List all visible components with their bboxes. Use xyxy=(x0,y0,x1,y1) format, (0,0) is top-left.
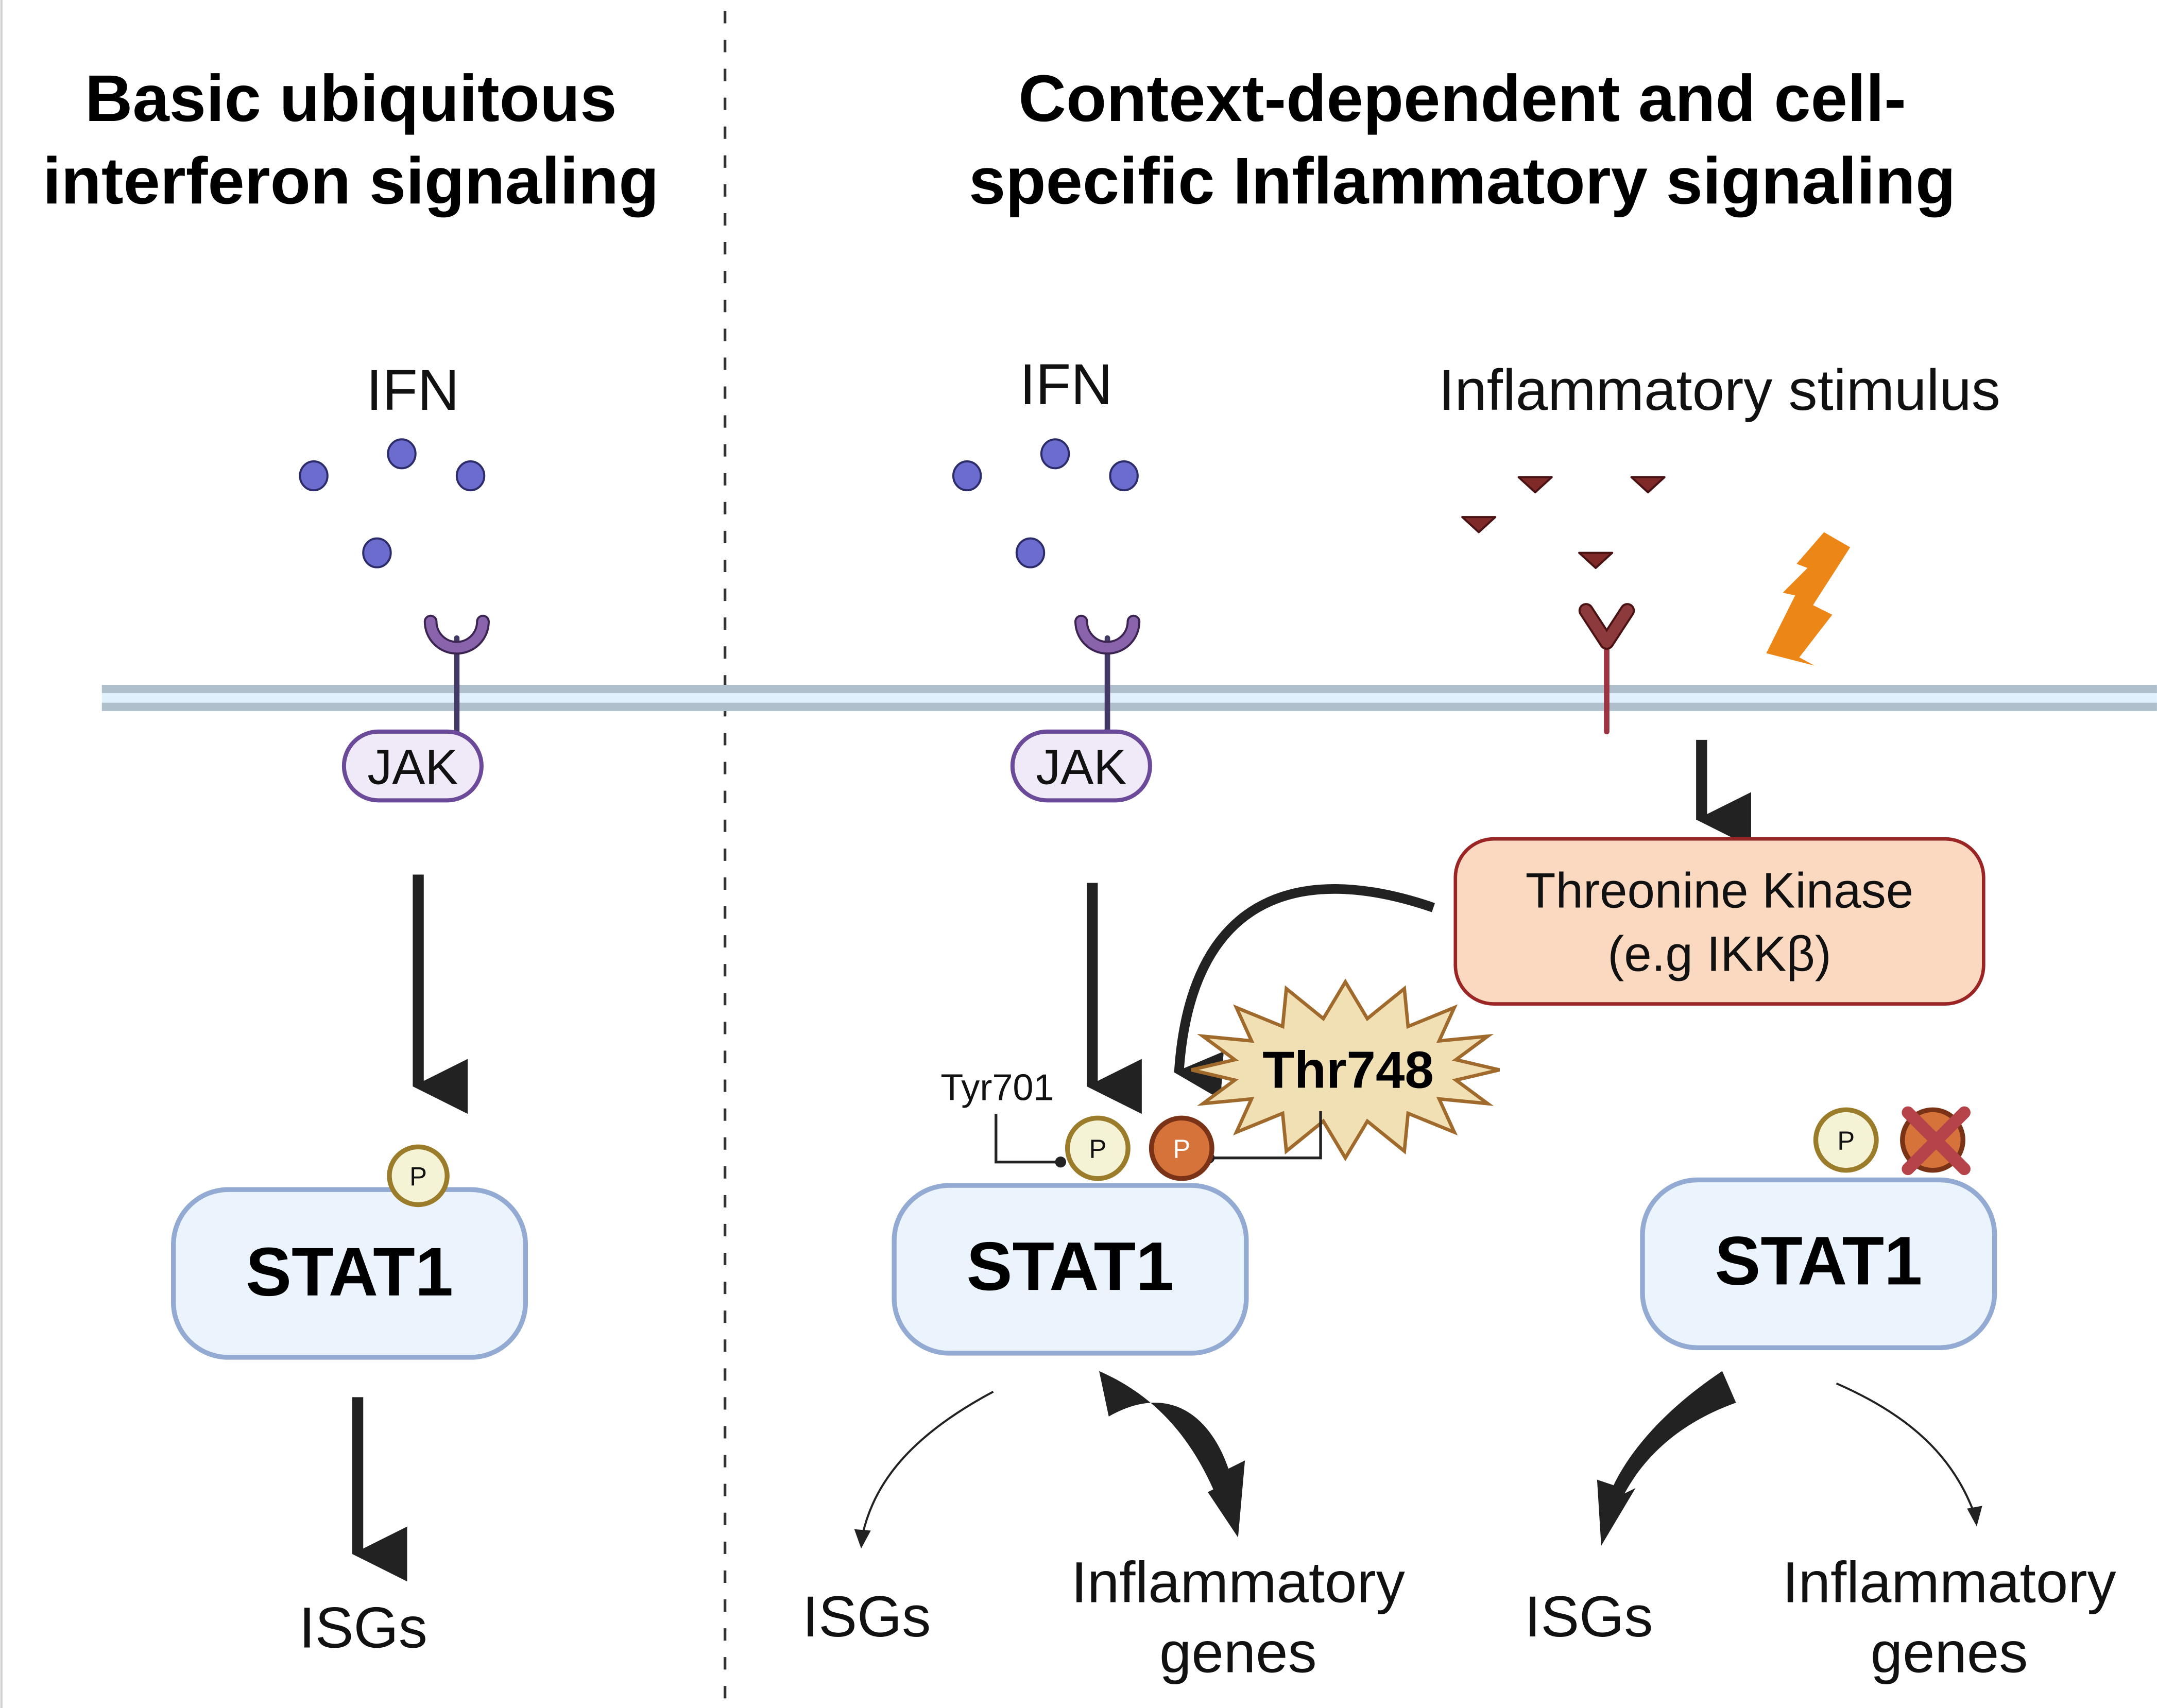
left-title-line2: interferon signaling xyxy=(43,144,659,218)
arrow-kinase-to-thr748 xyxy=(1174,884,1435,1100)
left-title-line1: Basic ubiquitous xyxy=(85,62,617,135)
stimulus-ligand-icon xyxy=(1578,551,1614,569)
thin-arrowhead-isgs-middle xyxy=(854,1529,871,1549)
thin-arrow-to-isgs-middle xyxy=(861,1390,994,1535)
svg-text:P: P xyxy=(1837,1126,1855,1155)
thin-arrowhead-inflammatory-right xyxy=(1967,1506,1982,1527)
right-title-line1: Context-dependent and cell- xyxy=(1018,62,1906,135)
jak-label-left: JAK xyxy=(367,739,458,795)
tyr701-connector xyxy=(995,1114,1059,1164)
thin-arrow-to-inflammatory-right xyxy=(1836,1382,1975,1513)
ifn-ligand-icon xyxy=(1015,537,1046,568)
ifn-ligand-icon xyxy=(1109,460,1139,492)
tyr701-connector-dot xyxy=(1055,1157,1066,1168)
stimulus-ligand-icon xyxy=(1461,516,1497,533)
blocked-phospho-thr-icon xyxy=(1900,1106,1971,1176)
stat1-middle: STAT1 xyxy=(892,1183,1249,1356)
stat1-label-middle: STAT1 xyxy=(966,1228,1174,1305)
ifn-receptor-left-icon xyxy=(423,614,490,740)
inflammatory-genes-label-right-line1: Inflammatory xyxy=(1782,1549,2116,1614)
phospho-thr748-icon: P xyxy=(1149,1115,1214,1181)
lightning-bolt-icon xyxy=(1766,532,1851,666)
ifn-label-left: IFN xyxy=(366,357,459,422)
svg-text:P: P xyxy=(1089,1134,1106,1164)
stimulus-receptor-icon xyxy=(1578,603,1635,735)
ifn-ligand-icon xyxy=(952,460,982,492)
isgs-label-right: ISGs xyxy=(1525,1584,1653,1649)
stimulus-ligand-icon xyxy=(1630,476,1666,494)
thick-arrow-to-isgs-right xyxy=(1597,1371,1736,1546)
stat1-label-right: STAT1 xyxy=(1715,1222,1922,1299)
right-title-line2: specific Inflammatory signaling xyxy=(969,144,1956,218)
cell-membrane xyxy=(101,685,2157,711)
kinase-box-line1: Threonine Kinase xyxy=(1526,864,1913,919)
ifn-ligand-icon xyxy=(387,438,417,470)
isgs-label-middle: ISGs xyxy=(802,1584,931,1649)
stat1-label-left: STAT1 xyxy=(246,1234,453,1310)
thick-arrow-to-inflammatory-middle xyxy=(1099,1371,1245,1538)
ifn-ligand-icon xyxy=(362,537,392,568)
ifn-ligand-icon xyxy=(299,460,329,492)
cross-icon xyxy=(1902,1106,1971,1176)
ifn-ligands-left xyxy=(299,438,486,568)
svg-text:P: P xyxy=(1173,1134,1190,1164)
ifn-receptor-right-icon xyxy=(1074,614,1141,740)
stimulus-ligand-icon xyxy=(1517,476,1553,494)
jak-label-right: JAK xyxy=(1036,739,1126,795)
phospho-tyr-right-icon: P xyxy=(1813,1107,1879,1173)
stat1-right: STAT1 xyxy=(1640,1177,1997,1350)
ifn-ligand-icon xyxy=(455,460,486,492)
inflammatory-genes-label-right-line2: genes xyxy=(1871,1620,2028,1685)
starburst-shape xyxy=(1191,978,1500,1162)
stimulus-ligands xyxy=(1461,476,1666,569)
ifn-ligand-icon xyxy=(1040,438,1070,470)
thr748-connector xyxy=(1210,1111,1322,1160)
svg-text:P: P xyxy=(409,1162,427,1191)
tyr701-label: Tyr701 xyxy=(940,1067,1054,1109)
ifn-ligands-right xyxy=(952,438,1139,568)
jak-left: JAK xyxy=(341,729,484,803)
inflammatory-genes-label-middle-line2: genes xyxy=(1159,1620,1317,1685)
isgs-label-left: ISGs xyxy=(299,1595,427,1660)
stat1-left: STAT1 xyxy=(171,1187,528,1360)
inflammatory-stimulus-label: Inflammatory stimulus xyxy=(1439,357,2000,422)
thr748-label: Thr748 xyxy=(1262,1041,1434,1099)
jak-right: JAK xyxy=(1010,729,1152,803)
inflammatory-genes-label-middle-line1: Inflammatory xyxy=(1071,1549,1405,1614)
kinase-box-line2: (e.g IKKβ) xyxy=(1607,927,1831,982)
phospho-tyr701-icon: P xyxy=(1065,1115,1131,1181)
threonine-kinase-box: Threonine Kinase (e.g IKKβ) xyxy=(1453,837,1985,1006)
phospho-tyr-left-icon: P xyxy=(387,1144,450,1207)
thr748-starburst: Thr748 xyxy=(1191,978,1500,1162)
ifn-label-right: IFN xyxy=(1020,352,1113,417)
